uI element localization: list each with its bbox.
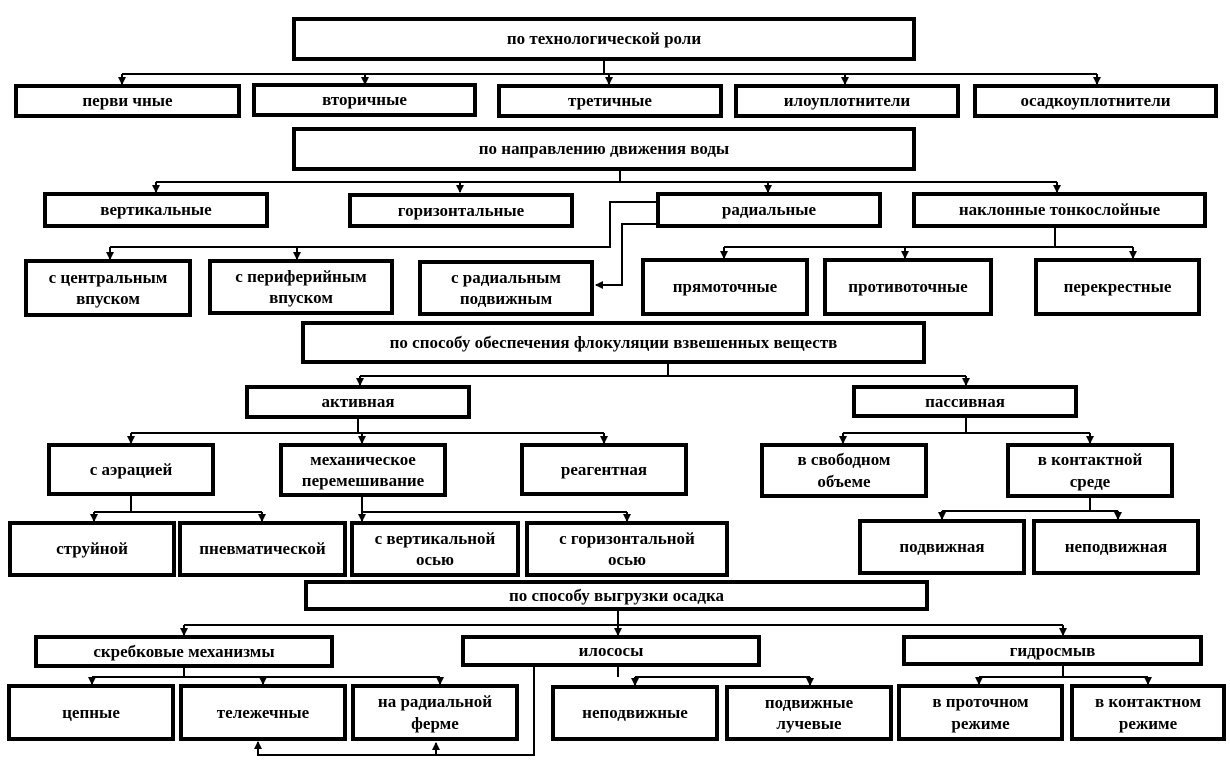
node-radial-movable: с радиальным подвижным	[418, 260, 594, 316]
section-water-flow: по направлению движения воды	[292, 127, 916, 171]
node-carriage: тележечные	[179, 684, 347, 741]
node-primary: перви чные	[14, 84, 241, 118]
node-contact-mode: в контактном режиме	[1070, 684, 1226, 741]
node-flow-mode: в проточном режиме	[897, 684, 1064, 741]
node-vertical: вертикальные	[43, 192, 269, 228]
node-fixed-pumps: неподвижные	[551, 685, 719, 741]
node-secondary: вторичные	[252, 83, 477, 117]
node-tertiary: третичные	[497, 84, 723, 118]
node-movable: подвижная	[858, 519, 1026, 575]
node-contact-medium: в контактной среде	[1006, 443, 1174, 498]
node-pneumatic: пневматической	[178, 521, 347, 577]
node-sludge-thickeners: илоуплотнители	[734, 84, 960, 118]
node-reagent: реагентная	[520, 443, 688, 496]
node-fixed: неподвижная	[1032, 519, 1200, 575]
node-movable-radial: подвижные лучевые	[725, 685, 893, 741]
node-counter-flow: противоточные	[823, 258, 993, 316]
node-sediment-thickeners: осадкоуплотнители	[973, 84, 1218, 118]
node-cross-flow: перекрестные	[1034, 258, 1201, 316]
node-inclined-thin-layer: наклонные тонкослойные	[912, 192, 1207, 228]
section-tech-role: по технологической роли	[292, 17, 916, 61]
node-sludge-pumps: илососы	[461, 635, 761, 667]
node-central-inlet: с центральным впуском	[24, 259, 192, 317]
section-flocculation: по способу обеспечения флокуляции взвеше…	[301, 321, 926, 364]
node-chain: цепные	[7, 684, 175, 741]
node-scraper-mechanisms: скребковые механизмы	[34, 635, 334, 668]
node-passive: пассивная	[852, 385, 1078, 418]
node-active: активная	[245, 385, 471, 419]
node-mechanical-mixing: механическое перемешивание	[279, 443, 447, 497]
node-hydro-flushing: гидросмыв	[902, 635, 1203, 666]
node-peripheral-inlet: с периферийным впуском	[208, 259, 394, 315]
node-aeration: с аэрацией	[47, 443, 215, 496]
node-free-volume: в свободном объеме	[760, 443, 928, 498]
node-horizontal-axis: с горизонтальной осью	[525, 521, 729, 577]
node-horizontal: горизонтальные	[348, 193, 574, 228]
node-radial: радиальные	[656, 192, 882, 228]
node-vertical-axis: с вертикальной осью	[350, 521, 520, 577]
node-direct-flow: прямоточные	[641, 258, 809, 316]
section-sludge-removal: по способу выгрузки осадка	[304, 580, 929, 611]
node-radial-truss: на радиальной ферме	[351, 684, 519, 741]
node-jet: струйной	[8, 521, 176, 577]
